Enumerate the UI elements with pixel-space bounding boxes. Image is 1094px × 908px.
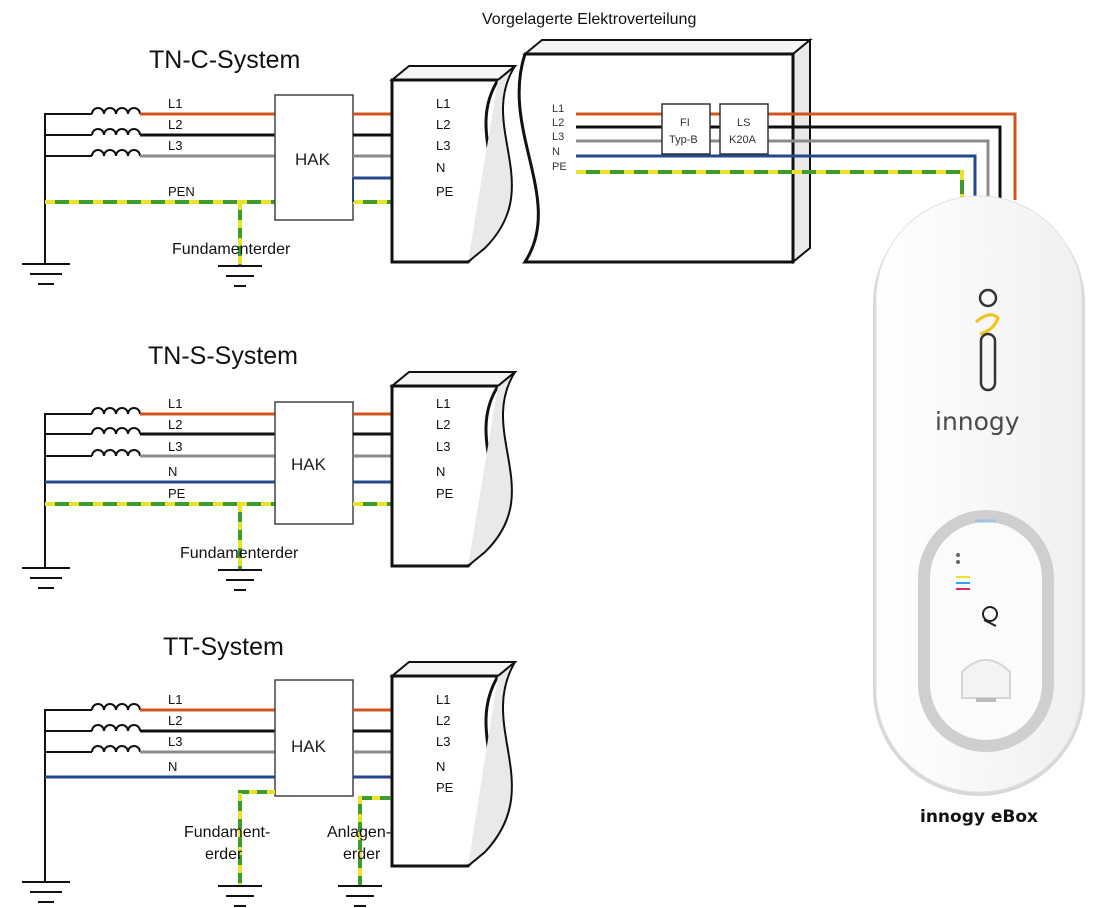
ground-symbol-icon: [22, 567, 70, 589]
fi-breaker-box: [661, 103, 711, 155]
box-label-l1: L1: [436, 96, 450, 111]
ls-breaker-box: [719, 103, 769, 155]
box-label-l1: L1: [436, 396, 450, 411]
ebox-legend-icon: [956, 553, 970, 590]
dist-label-pe: PE: [552, 161, 567, 173]
dist-label-n: N: [552, 146, 560, 158]
hak-box: [274, 94, 354, 221]
hak-box: [274, 679, 354, 797]
hak-label: HAK: [291, 455, 327, 474]
supply-grid: [22, 107, 141, 285]
transformer-coil-icon: [91, 407, 141, 457]
ebox-rfid-icon: [982, 606, 998, 627]
wire-label-pe: PE: [168, 486, 186, 501]
wire-label-l2: L2: [168, 713, 182, 728]
wire-n-dist: [576, 154, 977, 200]
tn-s-system: TN-S-System L1 L2 L3 N: [22, 342, 518, 591]
box-label-l1: L1: [436, 692, 450, 707]
ebox-charging-socket-icon: [961, 659, 1011, 702]
ebox-brand-text: innogy: [935, 407, 1020, 436]
box-label-l3: L3: [436, 439, 450, 454]
system-title: TN-C-System: [149, 46, 300, 74]
ground-symbol-icon: [218, 885, 262, 907]
ls-rating-label: K20A: [729, 134, 757, 146]
house-distribution-box: [389, 661, 518, 868]
box-label-pe: PE: [436, 486, 454, 501]
wire-label-l1: L1: [168, 96, 182, 111]
foundation-earth: [218, 504, 262, 591]
box-label-l3: L3: [436, 734, 450, 749]
box-label-l2: L2: [436, 117, 450, 132]
box-label-l2: L2: [436, 713, 450, 728]
ebox-caption: innogy eBox: [920, 807, 1038, 827]
upstream-distribution-label: Vorgelagerte Elektroverteilung: [482, 11, 696, 28]
innogy-logo-icon: [975, 288, 1000, 392]
earth-caption: Fundamenterder: [180, 545, 299, 562]
system-title: TT-System: [163, 633, 284, 661]
earth-caption: Fundamenterder: [172, 241, 291, 258]
wire-label-l2: L2: [168, 117, 182, 132]
earth-caption-foundation-line1: Fundament-: [184, 824, 270, 841]
box-label-pe: PE: [436, 780, 454, 795]
tn-c-system: TN-C-System L1 L2 L3: [22, 46, 518, 287]
box-label-l2: L2: [436, 417, 450, 432]
dist-label-l2: L2: [552, 117, 564, 129]
system-title: TN-S-System: [148, 342, 298, 370]
hak-label: HAK: [295, 150, 331, 169]
box-label-n: N: [436, 759, 445, 774]
earth-caption-system-line1: Anlagen-: [327, 824, 391, 841]
foundation-earth: [218, 790, 275, 907]
dist-label-l3: L3: [552, 131, 564, 143]
ground-symbol-icon: [218, 569, 262, 591]
wire-label-pen: PEN: [168, 184, 195, 199]
ground-symbol-icon: [338, 885, 382, 907]
wire-label-l1: L1: [168, 692, 182, 707]
fi-label: FI: [680, 117, 690, 129]
ebox-panel: [930, 522, 1042, 740]
wire-l3-dist: [576, 139, 990, 200]
supply-grid: [22, 407, 141, 589]
ebox-wallbox: innogy: [873, 195, 1085, 796]
wire-label-l2: L2: [168, 417, 182, 432]
box-label-pe: PE: [436, 184, 454, 199]
house-distribution-box: [389, 65, 518, 264]
box-label-n: N: [436, 160, 445, 175]
wire-label-n: N: [168, 464, 177, 479]
ground-symbol-icon: [22, 881, 70, 903]
fi-type-label: Typ-B: [669, 134, 698, 146]
distribution-wiring: [576, 112, 1017, 200]
box-label-n: N: [436, 464, 445, 479]
earth-caption-system-line2: erder: [343, 846, 381, 863]
earth-caption-foundation-line2: erder: [205, 846, 243, 863]
foundation-earth: [218, 202, 262, 287]
hak-label: HAK: [291, 737, 327, 756]
transformer-coil-icon: [91, 107, 141, 157]
wire-label-l1: L1: [168, 396, 182, 411]
wire-label-n: N: [168, 759, 177, 774]
house-distribution-box: [389, 371, 518, 568]
tt-system: TT-System L1 L2 L3 N HAK: [22, 633, 518, 907]
transformer-coil-icon: [91, 703, 141, 753]
ground-symbol-icon: [22, 263, 70, 285]
wire-pe-dist: [576, 170, 964, 200]
wire-l2-dist: [576, 125, 1002, 200]
hak-box: [274, 401, 354, 525]
ground-symbol-icon: [218, 265, 262, 287]
dist-label-l1: L1: [552, 103, 564, 115]
box-label-l3: L3: [436, 138, 450, 153]
ls-label: LS: [737, 117, 750, 129]
wire-label-l3: L3: [168, 439, 182, 454]
wire-label-l3: L3: [168, 734, 182, 749]
wire-label-l3: L3: [168, 138, 182, 153]
supply-grid: [22, 703, 141, 903]
